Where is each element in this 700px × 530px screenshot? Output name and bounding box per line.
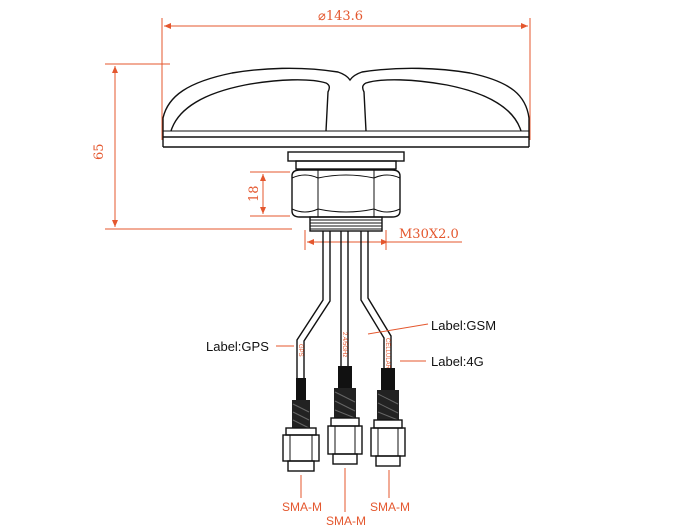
antenna-dome	[162, 67, 530, 148]
thread-label: M30X2.0	[399, 227, 459, 242]
nut-height-dimension: 18	[247, 171, 290, 217]
gps-connector	[282, 378, 320, 472]
cables: GPS 2.4/5GHz CELLULAR	[296, 231, 392, 378]
mounting-nut	[287, 151, 405, 218]
height-label: 65	[92, 143, 107, 160]
gsm-callout: Label:GSM	[367, 318, 496, 335]
gsm-cable-print: 2.4/5GHz	[341, 332, 347, 357]
gps-cable-print: GPS	[297, 344, 303, 357]
height-dimension: 65	[92, 63, 292, 230]
gps-label: Label:GPS	[206, 339, 269, 354]
fourg-connector	[370, 368, 406, 467]
sma-left-label: SMA-M	[282, 500, 322, 514]
nut-height-label: 18	[247, 185, 262, 202]
fourg-callout: Label:4G	[400, 354, 484, 369]
fourg-cable-print: CELLULAR	[384, 338, 390, 370]
thread-dimension: M30X2.0	[304, 227, 462, 250]
sma-left-callout: SMA-M	[282, 475, 322, 514]
sma-center-callout: SMA-M	[326, 468, 366, 528]
gsm-label: Label:GSM	[431, 318, 496, 333]
sma-center-label: SMA-M	[326, 514, 366, 528]
diameter-label: ⌀143.6	[318, 9, 363, 24]
fourg-label: Label:4G	[431, 354, 484, 369]
gsm-connector	[327, 366, 363, 465]
sma-right-label: SMA-M	[370, 500, 410, 514]
thread-stud	[309, 216, 383, 232]
sma-right-callout: SMA-M	[370, 470, 410, 514]
diameter-dimension: ⌀143.6	[161, 9, 531, 140]
gps-callout: Label:GPS	[206, 339, 294, 354]
